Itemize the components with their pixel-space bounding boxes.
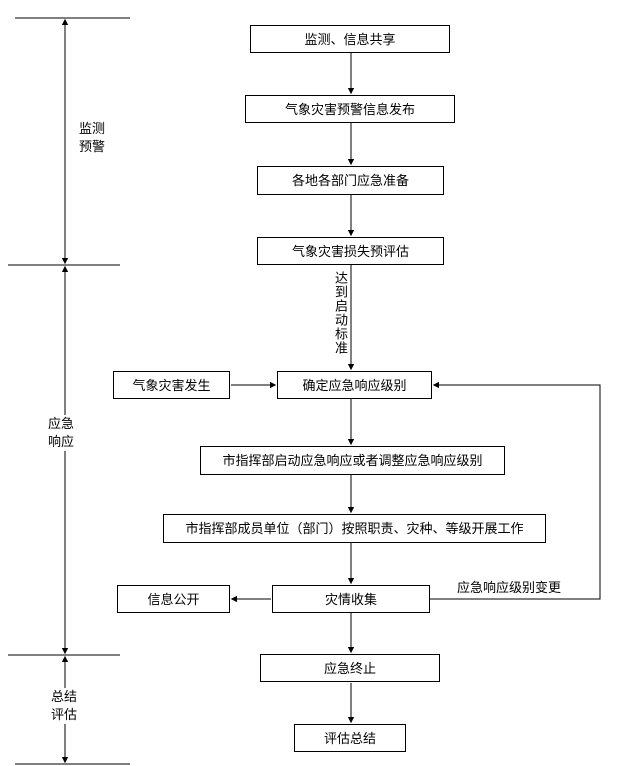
node-warning-info-release: 气象灾害预警信息发布 <box>245 95 455 123</box>
node-evaluation-summary: 评估总结 <box>294 724 406 752</box>
node-info-disclosure: 信息公开 <box>117 585 230 613</box>
feedback-loop-level-change <box>430 381 601 600</box>
node-determine-response-level: 确定应急响应级别 <box>277 371 432 399</box>
node-monitoring-info-sharing: 监测、信息共享 <box>250 25 450 53</box>
label-response-level-change: 应急响应级别变更 <box>457 577 562 596</box>
label-reach-activation-criteria: 达到启动标准 <box>333 271 348 355</box>
node-emergency-termination: 应急终止 <box>260 654 440 682</box>
node-dept-emergency-preparation: 各地各部门应急准备 <box>257 166 444 195</box>
node-start-or-adjust-response: 市指挥部启动应急响应或者调整应急响应级别 <box>200 446 505 475</box>
phase-label-emergency-response: 应急 响应 <box>41 415 81 451</box>
node-disaster-info-collection: 灾情收集 <box>272 585 430 613</box>
node-disaster-occurrence: 气象灾害发生 <box>113 371 230 399</box>
phase-label-summary-evaluation: 总结 评估 <box>44 688 84 724</box>
node-loss-pre-assessment: 气象灾害损失预评估 <box>257 237 444 265</box>
node-members-carry-out-work: 市指挥部成员单位（部门）按照职责、灾种、等级开展工作 <box>163 514 546 543</box>
phase-label-monitoring-warning: 监测 预警 <box>72 120 112 156</box>
